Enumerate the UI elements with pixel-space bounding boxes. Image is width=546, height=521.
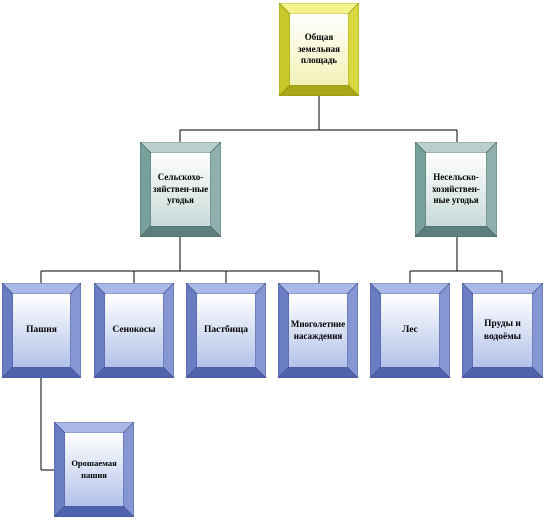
bevel-top: [278, 283, 358, 295]
bevel-bottom: [278, 366, 358, 378]
node-ponds-label: Пруды и водоёмы: [483, 319, 522, 342]
node-root: Общая земельная площадь: [279, 3, 359, 96]
bevel-face: [65, 433, 123, 506]
node-nonagri: Несельско-хозяйствен-ные угодья: [415, 142, 497, 237]
node-arable: Пашня: [2, 283, 81, 378]
bevel-right: [347, 3, 359, 96]
bevel-bottom: [370, 366, 450, 378]
bevel-face: [13, 294, 70, 367]
bevel-left: [370, 283, 382, 378]
bevel-left: [140, 142, 152, 237]
bevel-top: [279, 3, 359, 15]
bevel-top: [186, 283, 266, 295]
bevel-bottom: [54, 505, 134, 517]
bevel-face: [289, 294, 347, 367]
bevel-frame: [54, 422, 134, 517]
bevel-right: [531, 283, 543, 378]
bevel-bottom: [462, 366, 543, 378]
bevel-frame: [415, 142, 497, 237]
node-hay-label: Сенокосы: [112, 325, 156, 336]
node-perennial-label: Многолетние насаждения: [290, 318, 346, 341]
bevel-right: [162, 283, 174, 378]
node-agri-label: Сельскохо-зяйствен-ные угодья: [152, 171, 209, 206]
bevel-bottom: [415, 225, 497, 237]
bevel-bottom: [279, 84, 359, 96]
bevel-left: [54, 422, 66, 517]
node-root-label: Общая земельная площадь: [297, 31, 341, 66]
bevel-top: [54, 422, 134, 434]
bevel-bottom: [140, 225, 221, 237]
bevel-right: [438, 283, 450, 378]
bevel-right: [346, 283, 358, 378]
node-arable-label: Пашня: [26, 325, 57, 336]
bevel-left: [186, 283, 198, 378]
bevel-right: [254, 283, 266, 378]
bevel-top: [94, 283, 174, 295]
bevel-left: [94, 283, 106, 378]
bevel-frame: [140, 142, 221, 237]
bevel-left: [415, 142, 427, 237]
node-ponds: Пруды и водоёмы: [462, 283, 543, 378]
node-nonagri-label: Несельско-хозяйствен-ные угодья: [432, 171, 480, 206]
bevel-frame: [2, 283, 81, 378]
bevel-right: [69, 283, 81, 378]
node-pasture-label: Пастбища: [203, 325, 249, 336]
bevel-face: [290, 14, 348, 85]
bevel-right: [209, 142, 221, 237]
node-irrigated: Орошаемая пашня: [54, 422, 134, 517]
bevel-frame: [278, 283, 358, 378]
node-hay: Сенокосы: [94, 283, 174, 378]
node-perennial: Многолетние насаждения: [278, 283, 358, 378]
bevel-left: [2, 283, 14, 378]
bevel-frame: [462, 283, 543, 378]
node-pasture: Пастбища: [186, 283, 266, 378]
bevel-face: [197, 294, 255, 367]
node-agri: Сельскохо-зяйствен-ные угодья: [140, 142, 221, 237]
bevel-right: [485, 142, 497, 237]
bevel-frame: [94, 283, 174, 378]
bevel-face: [473, 294, 532, 367]
bevel-top: [140, 142, 221, 154]
bevel-frame: [279, 3, 359, 96]
bevel-face: [426, 153, 486, 226]
bevel-bottom: [186, 366, 266, 378]
node-forest-label: Лес: [402, 325, 418, 336]
bevel-bottom: [94, 366, 174, 378]
bevel-face: [105, 294, 163, 367]
bevel-bottom: [2, 366, 81, 378]
bevel-top: [462, 283, 543, 295]
node-irrigated-label: Орошаемая пашня: [71, 458, 117, 480]
bevel-top: [415, 142, 497, 154]
bevel-frame: [186, 283, 266, 378]
node-forest: Лес: [370, 283, 450, 378]
bevel-face: [381, 294, 439, 367]
bevel-face: [151, 153, 210, 226]
bevel-left: [279, 3, 291, 96]
bevel-top: [2, 283, 81, 295]
bevel-top: [370, 283, 450, 295]
bevel-left: [462, 283, 474, 378]
bevel-right: [122, 422, 134, 517]
bevel-left: [278, 283, 290, 378]
bevel-frame: [370, 283, 450, 378]
